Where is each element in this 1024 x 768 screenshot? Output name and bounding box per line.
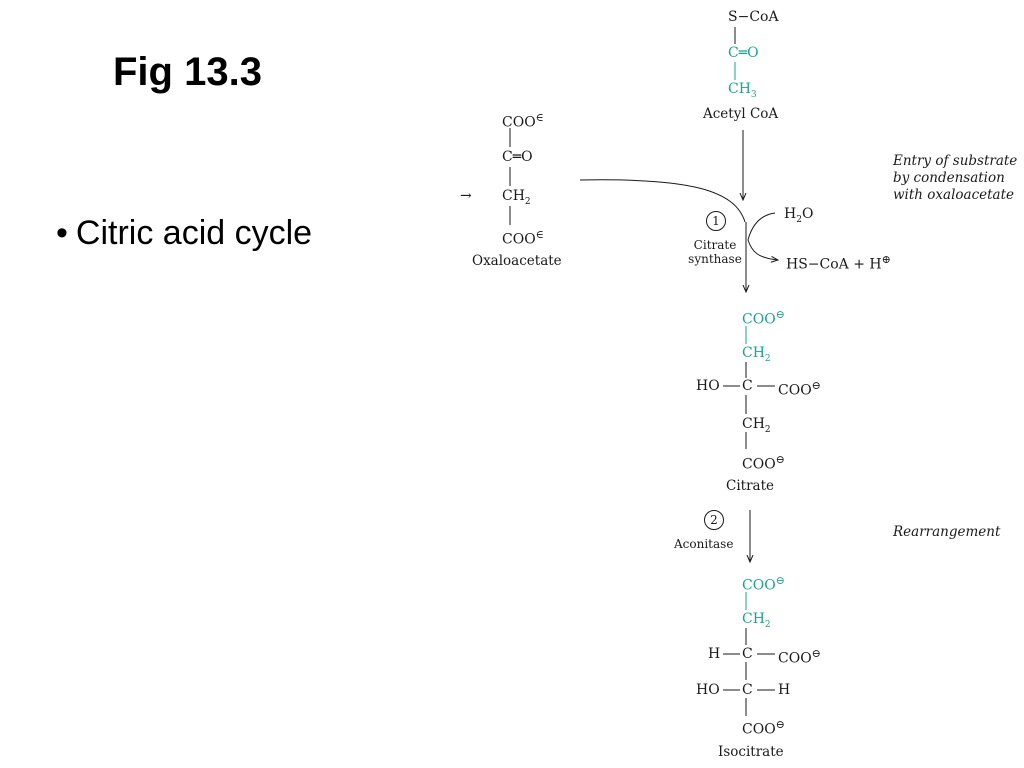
isocitrate-ho: HO xyxy=(696,682,720,698)
citrate-label: Citrate xyxy=(726,478,774,494)
water-input: H2O xyxy=(784,206,814,225)
isocitrate-carbon-upper: C xyxy=(742,646,753,662)
acetyl-scoa: S−CoA xyxy=(728,9,779,25)
step-1-marker: 1 xyxy=(706,211,726,231)
citrate-coo-top: COO⊖ xyxy=(742,308,785,328)
oxaloacetate-label: Oxaloacetate xyxy=(472,253,562,269)
citrate-coo-bottom: COO⊖ xyxy=(742,453,785,473)
step-2-enzyme: Aconitase xyxy=(674,537,734,551)
citrate-ch2-bottom: CH2 xyxy=(742,416,771,435)
oxa-ch2: CH2 xyxy=(502,188,531,207)
step-2-marker: 2 xyxy=(704,510,724,530)
acetyl-coa-label: Acetyl CoA xyxy=(703,106,779,122)
isocitrate-label: Isocitrate xyxy=(718,744,784,760)
citrate-center-carbon: C xyxy=(742,378,753,394)
oxa-carbonyl: C═O xyxy=(502,149,533,165)
citrate-ho: HO xyxy=(696,378,720,394)
step-2-note: Rearrangement xyxy=(893,524,1001,540)
isocitrate-coo-bottom: COO⊖ xyxy=(742,718,785,738)
bullet-dot: • xyxy=(56,214,68,252)
isocitrate-h-left: H xyxy=(708,646,721,662)
isocitrate-h-right: H xyxy=(778,682,791,698)
acetyl-carbonyl: C═O xyxy=(728,45,759,61)
acetyl-methyl: CH3 xyxy=(728,81,757,100)
bullet-item: •Citric acid cycle xyxy=(56,214,312,253)
isocitrate-carbon-lower: C xyxy=(742,682,753,698)
oxa-coo-top: COO∈ xyxy=(502,111,544,131)
citrate-coo-side: COO⊖ xyxy=(778,379,821,399)
slide-title: Fig 13.3 xyxy=(113,50,262,94)
hscoa-output: HS−CoA + H⊕ xyxy=(786,253,891,273)
oxa-coo-bottom: COO∈ xyxy=(502,228,544,248)
isocitrate-coo-side: COO⊖ xyxy=(778,647,821,667)
citrate-ch2-top: CH2 xyxy=(742,345,771,364)
oxa-incoming-arrow: → xyxy=(460,188,472,204)
bullet-text: Citric acid cycle xyxy=(75,214,313,252)
isocitrate-coo-top: COO⊖ xyxy=(742,574,785,594)
isocitrate-ch2: CH2 xyxy=(742,611,771,630)
